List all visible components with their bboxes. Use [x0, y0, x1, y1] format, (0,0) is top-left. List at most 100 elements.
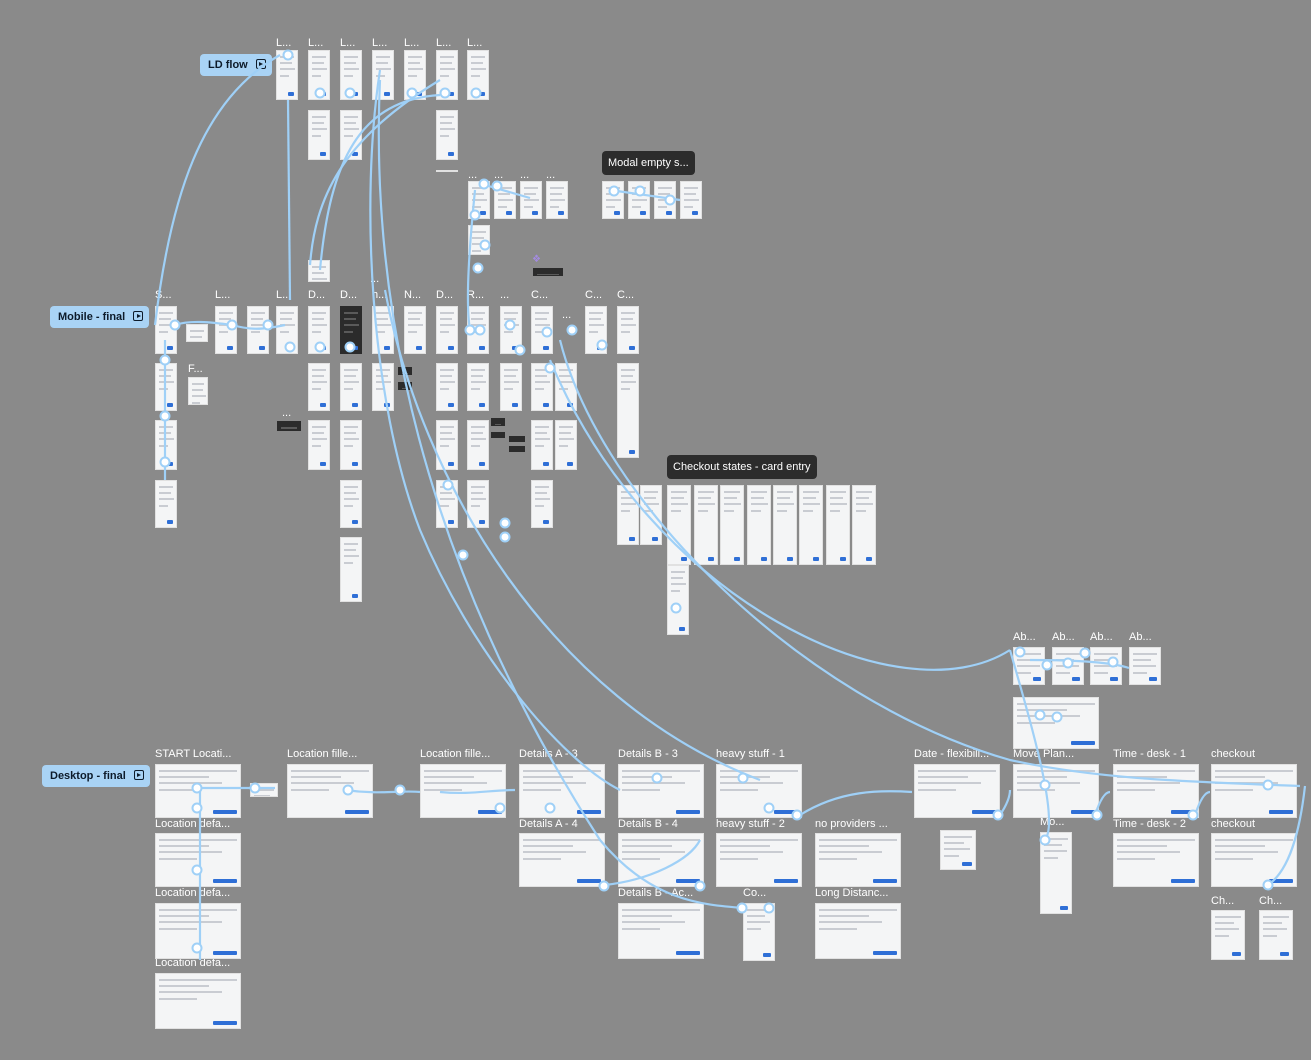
frame-thumbnail[interactable] — [436, 420, 458, 470]
frame-thumbnail[interactable] — [680, 181, 702, 219]
frame-thumbnail[interactable] — [1259, 910, 1293, 960]
frame-thumbnail[interactable] — [467, 363, 489, 411]
frame-thumbnail[interactable] — [667, 485, 691, 565]
frame-thumbnail[interactable] — [1013, 697, 1099, 749]
frame-thumbnail[interactable] — [940, 830, 976, 870]
frame-thumbnail[interactable] — [618, 764, 704, 818]
frame-thumbnail[interactable] — [398, 367, 412, 375]
frame-thumbnail[interactable] — [491, 432, 505, 438]
frame-thumbnail[interactable] — [618, 903, 704, 959]
frame-thumbnail[interactable] — [467, 480, 489, 528]
frame-thumbnail[interactable] — [308, 260, 330, 282]
frame-thumbnail[interactable] — [155, 363, 177, 411]
flow-start-desktop[interactable]: Desktop - final — [42, 765, 150, 787]
frame-thumbnail[interactable] — [250, 783, 278, 797]
frame-thumbnail[interactable] — [420, 764, 506, 818]
frame-thumbnail[interactable] — [531, 363, 553, 411]
frame-thumbnail[interactable] — [340, 537, 362, 602]
frame-thumbnail[interactable] — [509, 446, 525, 452]
frame-thumbnail[interactable] — [372, 306, 394, 354]
play-flow-icon[interactable] — [133, 311, 144, 321]
frame-thumbnail[interactable] — [494, 181, 516, 219]
frame-thumbnail[interactable] — [1211, 910, 1245, 960]
frame-thumbnail[interactable] — [155, 306, 177, 354]
frame-thumbnail[interactable] — [815, 833, 901, 887]
frame-thumbnail[interactable] — [602, 181, 624, 219]
frame-thumbnail[interactable] — [436, 363, 458, 411]
frame-thumbnail[interactable] — [500, 363, 522, 411]
frame-thumbnail[interactable] — [694, 485, 718, 565]
frame-thumbnail[interactable] — [467, 50, 489, 100]
play-flow-icon[interactable] — [255, 59, 266, 69]
frame-thumbnail[interactable] — [1211, 833, 1297, 887]
frame-thumbnail[interactable] — [215, 306, 237, 354]
frame-thumbnail[interactable] — [308, 363, 330, 411]
frame-thumbnail[interactable] — [155, 973, 241, 1029]
frame-thumbnail[interactable] — [467, 306, 489, 354]
frame-thumbnail[interactable] — [340, 110, 362, 160]
frame-thumbnail[interactable] — [747, 485, 771, 565]
frame-thumbnail[interactable] — [531, 306, 553, 354]
frame-thumbnail[interactable] — [276, 306, 298, 354]
frame-thumbnail[interactable] — [1090, 647, 1122, 685]
frame-thumbnail[interactable] — [372, 363, 394, 411]
frame-thumbnail[interactable] — [155, 480, 177, 528]
frame-thumbnail[interactable] — [1211, 764, 1297, 818]
frame-thumbnail[interactable] — [186, 324, 208, 342]
frame-thumbnail[interactable] — [546, 181, 568, 219]
frame-thumbnail[interactable] — [491, 418, 505, 426]
frame-thumbnail[interactable] — [155, 764, 241, 818]
frame-thumbnail[interactable] — [436, 50, 458, 100]
frame-thumbnail[interactable] — [436, 170, 458, 172]
section-checkout-states[interactable]: Checkout states - card entry — [667, 455, 817, 479]
frame-thumbnail[interactable] — [1113, 764, 1199, 818]
frame-thumbnail[interactable] — [716, 833, 802, 887]
frame-thumbnail[interactable] — [519, 833, 605, 887]
frame-thumbnail[interactable] — [398, 382, 412, 390]
frame-thumbnail[interactable] — [287, 764, 373, 818]
frame-thumbnail[interactable] — [531, 480, 553, 528]
frame-thumbnail[interactable] — [585, 306, 607, 354]
frame-thumbnail[interactable] — [467, 420, 489, 470]
frame-thumbnail[interactable] — [436, 480, 458, 528]
frame-thumbnail[interactable] — [468, 225, 490, 255]
frame-thumbnail[interactable] — [1040, 832, 1072, 914]
frame-thumbnail[interactable] — [799, 485, 823, 565]
section-modal-empty-states[interactable]: Modal empty s... — [602, 151, 695, 175]
frame-thumbnail[interactable] — [617, 363, 639, 458]
frame-thumbnail[interactable] — [533, 268, 563, 276]
frame-thumbnail[interactable] — [815, 903, 901, 959]
frame-thumbnail[interactable] — [308, 306, 330, 354]
frame-thumbnail[interactable] — [308, 420, 330, 470]
frame-thumbnail[interactable] — [628, 181, 650, 219]
frame-thumbnail[interactable] — [340, 420, 362, 470]
frame-thumbnail[interactable] — [188, 377, 208, 405]
frame-thumbnail[interactable] — [500, 306, 522, 354]
frame-thumbnail[interactable] — [618, 833, 704, 887]
frame-thumbnail[interactable] — [1113, 833, 1199, 887]
frame-thumbnail[interactable] — [720, 485, 744, 565]
frame-thumbnail[interactable] — [276, 50, 298, 100]
frame-thumbnail[interactable] — [716, 764, 802, 818]
frame-thumbnail[interactable] — [826, 485, 850, 565]
frame-thumbnail[interactable] — [340, 306, 362, 354]
frame-thumbnail[interactable] — [555, 363, 577, 411]
frame-thumbnail[interactable] — [773, 485, 797, 565]
frame-thumbnail[interactable] — [308, 110, 330, 160]
frame-thumbnail[interactable] — [277, 421, 301, 431]
frame-thumbnail[interactable] — [1013, 647, 1045, 685]
frame-thumbnail[interactable] — [308, 50, 330, 100]
frame-thumbnail[interactable] — [468, 181, 490, 219]
frame-thumbnail[interactable] — [436, 306, 458, 354]
frame-thumbnail[interactable] — [404, 50, 426, 100]
frame-thumbnail[interactable] — [852, 485, 876, 565]
frame-thumbnail[interactable] — [743, 903, 775, 961]
frame-thumbnail[interactable] — [155, 903, 241, 959]
frame-thumbnail[interactable] — [340, 50, 362, 100]
frame-thumbnail[interactable] — [340, 363, 362, 411]
play-flow-icon[interactable] — [133, 770, 144, 780]
frame-thumbnail[interactable] — [404, 306, 426, 354]
frame-thumbnail[interactable] — [617, 306, 639, 354]
frame-thumbnail[interactable] — [1052, 647, 1084, 685]
